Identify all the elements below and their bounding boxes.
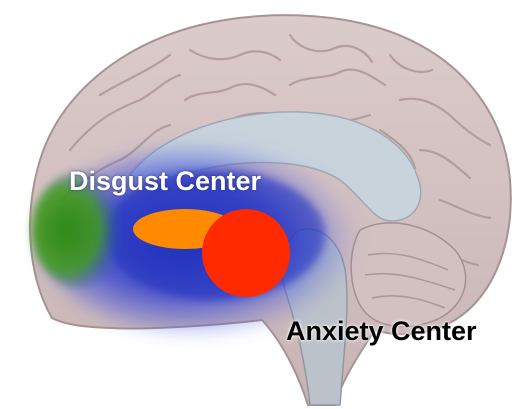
disgust-center-label: Disgust Center [69,168,261,195]
anxiety-marker [202,209,290,297]
anxiety-center-label: Anxiety Center [286,318,477,345]
